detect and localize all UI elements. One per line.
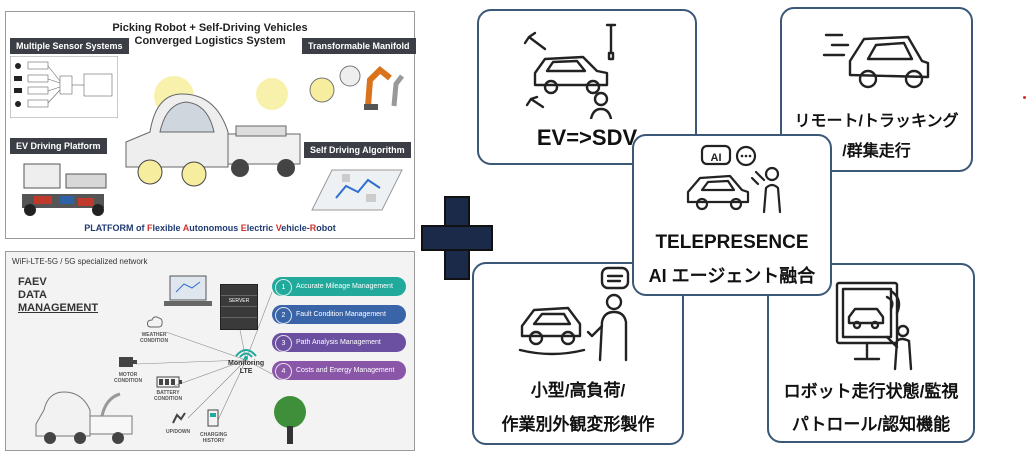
footer-text: lectric [246, 223, 276, 233]
weather-icon [147, 316, 163, 328]
title-faev: FAEV [18, 276, 47, 288]
footer-accent: E [240, 223, 247, 233]
card-telepresence: AI TELEPRESENCE AI エージェント融合 [632, 134, 832, 296]
sensor-label: Multiple Sensor Systems [10, 38, 129, 54]
card-remote-tracking: リモート/トラッキング /群集走行 [780, 7, 973, 172]
telepresence-line2: AI エージェント融合 [648, 266, 816, 286]
ev-sdv-label: EV=>SDV [536, 125, 638, 150]
management-item-fault: 2 Fault Condition Management [272, 305, 406, 324]
robot-line1: ロボット走行状態/監視 [783, 382, 959, 401]
faev-platform-panel: Picking Robot + Self-Driving Vehicles Co… [5, 11, 416, 239]
wifi-icon [235, 349, 257, 360]
title-management: MANAGEMENT [18, 302, 99, 314]
small-line2: 作業別外観変形製作 [501, 415, 655, 434]
motor-caption: MOTOR CONDITION [114, 372, 143, 384]
plus-sign-horizontal [421, 225, 493, 251]
footer-text: obot [316, 223, 336, 233]
data-management-title: FAEV DATA MANAGEMENT [18, 276, 98, 315]
up-down-caption: UP/DOWN [166, 429, 191, 435]
management-item-cost: 4 Costs and Energy Management [272, 361, 406, 380]
ai-agent-car-icon [686, 144, 782, 214]
footer-accent: R [309, 223, 317, 233]
server-label: SERVER [221, 296, 257, 307]
panel1-title: Picking Robot + Self-Driving Vehicles Co… [6, 22, 414, 48]
card-robot-monitoring: ロボット走行状態/監視 パトロール/認知機能 [767, 263, 975, 443]
faev-vehicle-image [125, 76, 301, 187]
panel1-title-line1: Picking Robot + Self-Driving Vehicles [112, 22, 308, 34]
small-line1: 小型/高負荷/ [530, 381, 626, 400]
item-number: 4 [275, 363, 292, 380]
footer-text: PLATFORM of [84, 223, 148, 233]
up-down-icon [172, 412, 186, 424]
footer-accent: F [147, 223, 153, 233]
algorithm-label: Self Driving Algorithm [304, 142, 411, 158]
battery-caption: BATTERY CONDITION [154, 390, 183, 402]
motor-icon [119, 357, 137, 367]
panel1-title-line2: Converged Logistics System [134, 35, 286, 47]
robot-line2: パトロール/認知機能 [791, 415, 951, 434]
footer-text: utonomous [189, 223, 241, 233]
ev-platform-label: EV Driving Platform [10, 138, 107, 154]
battery-icon [156, 376, 182, 388]
platform-footer: PLATFORM of Flexible Autonomous Electric… [6, 223, 414, 233]
server-icon: SERVER [220, 284, 258, 330]
car-repair-icon [523, 23, 617, 119]
remote-line1: リモート/トラッキング [794, 113, 959, 130]
monitor-surveillance-icon [835, 281, 913, 371]
management-item-mileage: 1 Accurate Mileage Management [272, 277, 406, 296]
footer-text: ehicle- [281, 223, 310, 233]
title-data: DATA [18, 289, 47, 301]
telepresence-line1: TELEPRESENCE [655, 232, 809, 253]
item-number: 2 [275, 307, 292, 324]
laptop-icon [164, 275, 212, 306]
item-label: Accurate Mileage Management [296, 283, 393, 290]
item-number: 1 [275, 279, 292, 296]
footer-text: lexible [152, 223, 183, 233]
remote-line2: /群集走行 [842, 143, 911, 160]
tree-icon [274, 396, 306, 444]
item-label: Fault Condition Management [296, 311, 386, 318]
hub-line2: LTE [239, 368, 253, 375]
hub-line1: Monitoring [228, 360, 265, 367]
charging-station-icon [207, 409, 219, 427]
car-mechanic-icon [518, 266, 630, 362]
faev-data-management-panel: WiFi-LTE-5G / 5G specialized network FAE… [5, 251, 415, 451]
network-label: WiFi-LTE-5G / 5G specialized network [12, 257, 148, 266]
moving-car-icon [822, 33, 930, 89]
algorithm-map-image [311, 169, 403, 211]
item-number: 3 [275, 335, 292, 352]
sensor-schematic [10, 56, 118, 118]
weather-caption: WEATHER CONDITION [140, 332, 169, 344]
management-item-path: 3 Path Analysis Management [272, 333, 406, 352]
manifold-label: Transformable Manifold [302, 38, 416, 54]
ev-chassis-image [22, 163, 107, 216]
item-label: Costs and Energy Management [296, 367, 395, 374]
manifold-robot-image [309, 65, 404, 110]
monitoring-hub-label: Monitoring LTE [228, 360, 264, 376]
footer-accent: V [275, 223, 282, 233]
ai-bubble-text: AI [710, 152, 722, 164]
faev-vehicle-image [35, 391, 133, 444]
charging-caption: CHARGING HISTORY [200, 432, 228, 444]
footer-accent: A [182, 223, 190, 233]
red-dot [1023, 96, 1026, 99]
item-label: Path Analysis Management [296, 339, 381, 346]
